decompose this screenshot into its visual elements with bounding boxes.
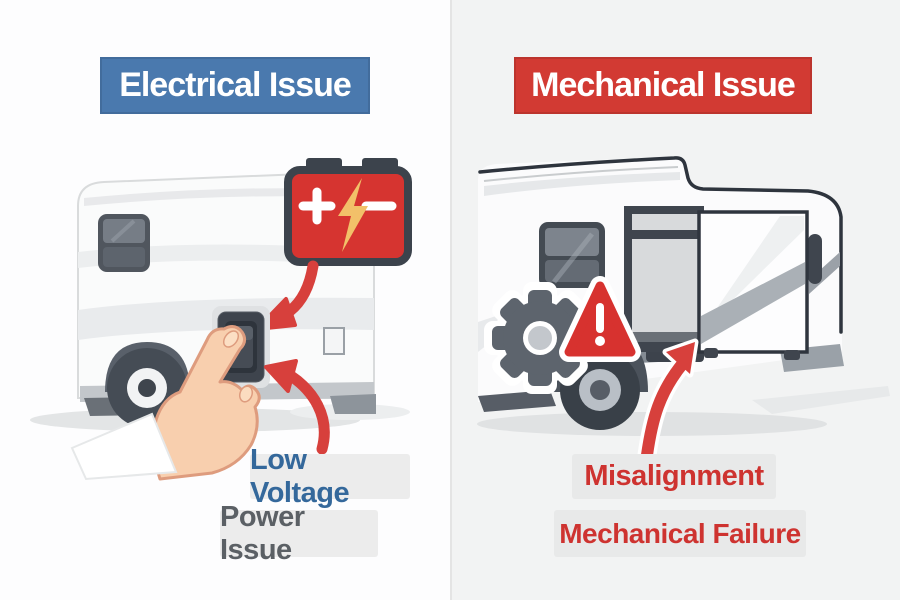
warning-triangle-icon: [559, 276, 641, 362]
curved-arrow-icon: [637, 338, 699, 465]
slide-out: [697, 210, 809, 360]
slide-out-opening: [624, 206, 704, 352]
ground-shadow: [752, 386, 890, 414]
thumbnail: [238, 385, 254, 403]
roofline: [478, 156, 843, 334]
exclamation-dot: [595, 336, 605, 346]
misalignment-label: Misalignment: [572, 454, 776, 499]
low-voltage-label: Low Voltage: [250, 444, 410, 509]
hand-pointer-icon: [70, 325, 261, 481]
fingernail: [222, 330, 240, 348]
mechanical-issue-banner: Mechanical Issue: [514, 57, 812, 114]
rv-window: [98, 214, 150, 272]
battery-icon: [284, 158, 412, 266]
curved-arrow-icon: [264, 359, 330, 455]
mechanical-panel: Mechanical Issue Misalignment Mechanical…: [450, 0, 900, 600]
power-issue-label: Power Issue: [220, 501, 378, 566]
electrical-panel: Electrical Issue Low Voltage Power Issue: [30, 57, 412, 566]
rv-access-panel: [323, 327, 345, 355]
lightning-bolt-icon: [338, 178, 368, 252]
rv-window: [539, 222, 605, 288]
electrical-issue-banner: Electrical Issue: [100, 57, 370, 114]
rear-handle: [808, 234, 822, 284]
mechanical-failure-label: Mechanical Failure: [554, 510, 806, 557]
mechanical-illustration: [477, 156, 890, 465]
shirt-cuff: [70, 412, 178, 481]
electrical-illustration: [30, 158, 412, 481]
plus-symbol: [298, 187, 336, 225]
gear-icon: [484, 282, 596, 394]
